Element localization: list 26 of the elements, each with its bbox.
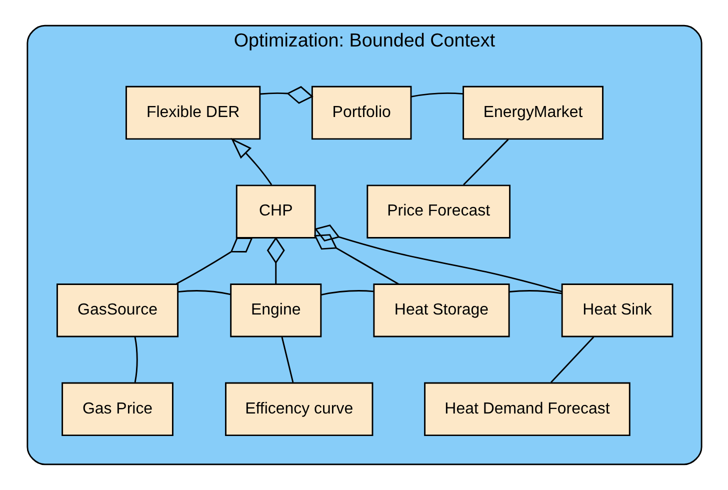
node-box: EnergyMarket (462, 86, 603, 140)
node-box: CHP (235, 184, 316, 238)
connector (314, 234, 398, 285)
node-box: Portfolio (310, 86, 412, 140)
connector (178, 290, 230, 296)
connector (314, 224, 562, 292)
node-box: Flexible DER (125, 86, 260, 140)
node-box: Heat Sink (560, 284, 673, 338)
connector (280, 336, 294, 383)
connector (260, 86, 313, 104)
node-box: Gas Price (61, 382, 173, 436)
connector (266, 236, 284, 284)
connector (550, 336, 594, 383)
node-box: Price Forecast (366, 184, 510, 238)
connector (508, 290, 562, 294)
connector (462, 138, 508, 186)
node-box: GasSource (56, 284, 178, 338)
node-box: Efficency curve (224, 382, 373, 436)
node-box: Heat Demand Forecast (424, 382, 630, 436)
arrow (230, 138, 272, 186)
connector (134, 336, 138, 382)
connector (175, 237, 252, 285)
node-box: Engine (230, 284, 322, 338)
node-box: Heat Storage (372, 284, 510, 338)
connector (410, 92, 463, 98)
connector (320, 290, 374, 296)
